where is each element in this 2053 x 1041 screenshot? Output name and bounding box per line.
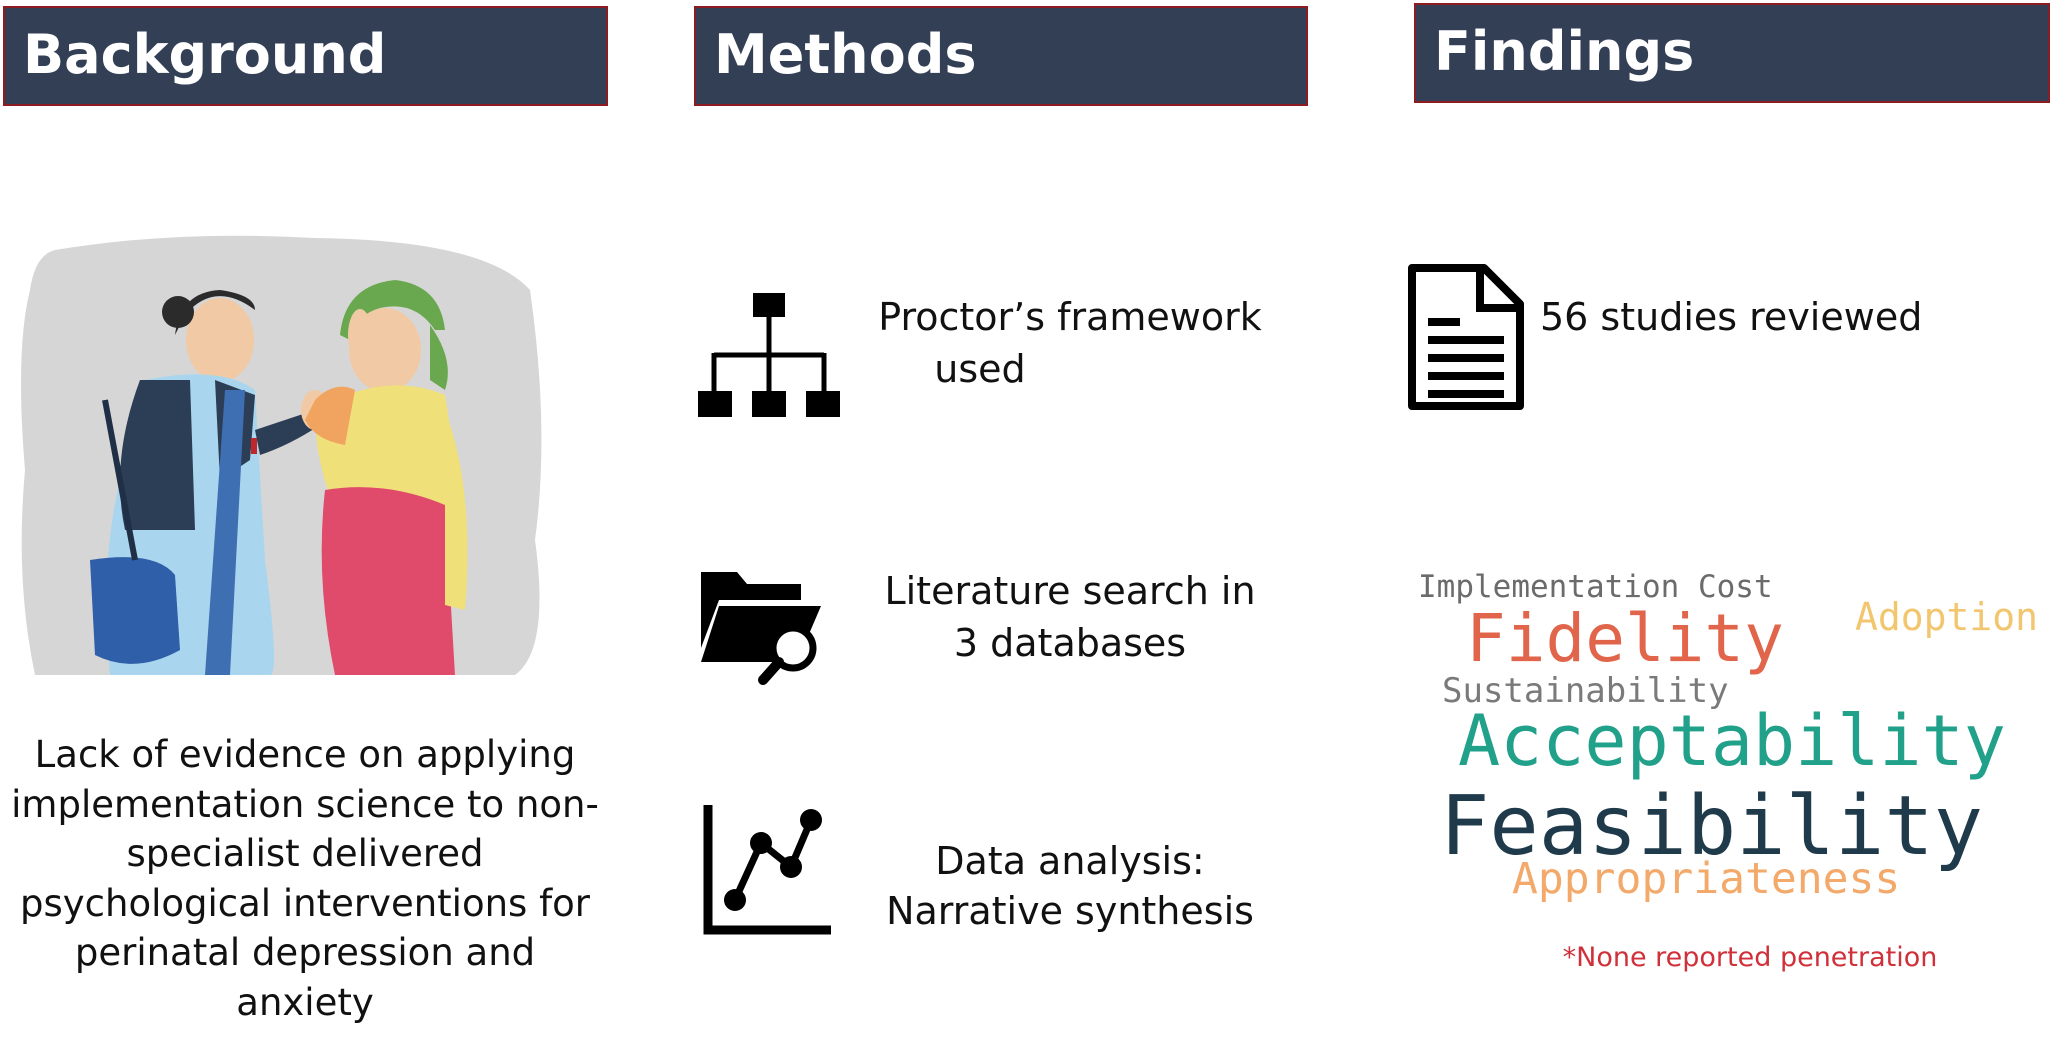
hierarchy-icon [698,293,840,417]
wordcloud-fidelity: Fidelity [1466,600,1784,677]
findings-studies-text: 56 studies reviewed [1540,295,1923,339]
method-framework-line2: used [934,347,1026,391]
wordcloud-acceptability: Acceptability [1458,700,2006,782]
header-methods: Methods [694,6,1308,106]
wordcloud-sustainability: Sustainability [1442,671,1729,711]
method-analysis-line2: Narrative synthesis [886,889,1254,933]
line-chart-icon [703,805,831,935]
header-background: Background [3,6,608,106]
folder-search-icon [701,572,821,685]
findings-note: *None reported penetration [1562,942,1938,973]
wordcloud-appropriateness: Appropriateness [1512,854,1901,904]
method-framework-line1: Proctor’s framework [878,295,1262,339]
background-text: Lack of evidence on applying implementat… [11,733,599,1024]
wordcloud-adoption: Adoption [1855,595,2039,639]
method-search-line1: Literature search in [884,569,1256,613]
method-analysis-line1: Data analysis: [935,839,1205,883]
counseling-illustration [21,235,542,675]
header-findings: Findings [1414,3,2050,103]
wordcloud-implementation-cost: Implementation Cost [1418,569,1773,605]
wordcloud-feasibility: Feasibility [1440,779,1984,874]
document-icon [1408,264,1524,410]
method-search-line2: 3 databases [953,621,1187,665]
